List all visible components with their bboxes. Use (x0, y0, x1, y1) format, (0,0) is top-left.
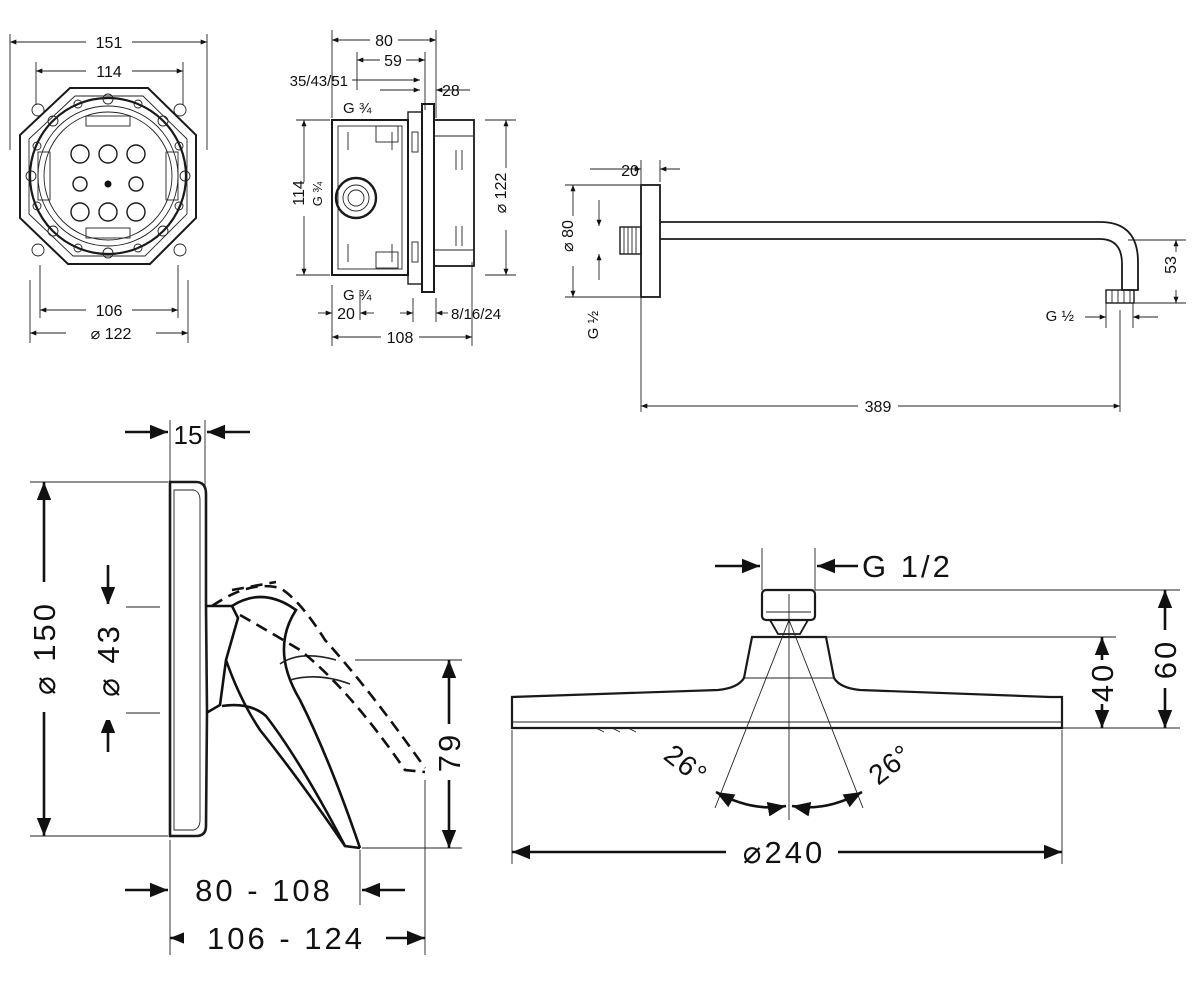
dim-side-diameter-122: ⌀ 122 (493, 173, 510, 214)
thread-top-label: G ¾ (343, 100, 372, 117)
tilt-angle-right: 26° (863, 738, 918, 790)
thread-arm-outlet: G ½ (1046, 308, 1075, 325)
dim-head-60: 60 (1148, 639, 1183, 679)
dim-handle-79: 79 (432, 732, 467, 772)
thread-head-label: G 1/2 (862, 549, 953, 584)
dim-side-80: 80 (375, 33, 393, 50)
dim-arm-20: 20 (621, 163, 639, 180)
dim-side-28: 28 (442, 83, 460, 100)
dim-side-20: 20 (337, 306, 355, 323)
thread-bottom-label: G ¾ (343, 287, 372, 304)
overhead-shower-view: G 1/2 40 60 ⌀240 26° 26° (510, 548, 1183, 870)
dim-side-59: 59 (384, 53, 402, 70)
valve-body-front-view: 151 114 106 ⌀ 122 (9, 32, 208, 343)
dim-handle-inner-diameter: ⌀ 43 (91, 623, 126, 697)
valve-body-side-view: 80 59 35/43/51 G ¾ 28 114 G ¾ ⌀ 122 G ¾ … (290, 30, 516, 347)
thread-side-label: G ¾ (310, 182, 325, 207)
dim-head-diameter-240: ⌀240 (743, 835, 825, 870)
dim-front-114: 114 (96, 64, 122, 81)
mixer-handle-view: 15 ⌀ 150 ⌀ 43 79 80 - 108 106 - 124 (27, 420, 467, 956)
dim-side-depth-options: 35/43/51 (290, 73, 348, 90)
dim-handle-projection-range: 80 - 108 (195, 873, 333, 908)
tilt-angle-left: 26° (658, 738, 713, 790)
dim-handle-total-range: 106 - 124 (207, 921, 365, 956)
dim-side-plaster-options: 8/16/24 (451, 306, 501, 323)
dim-handle-15: 15 (174, 420, 203, 450)
dim-front-diameter-122: ⌀ 122 (91, 326, 132, 343)
dim-front-106: 106 (96, 303, 123, 320)
dim-side-114: 114 (291, 180, 308, 206)
dim-front-151: 151 (96, 35, 123, 52)
dim-arm-389: 389 (865, 399, 892, 416)
dim-arm-rosette-diameter: ⌀ 80 (560, 220, 577, 252)
dim-side-108: 108 (387, 330, 414, 347)
shower-arm-view: 20 ⌀ 80 G ½ 53 G ½ 389 (560, 160, 1186, 416)
dim-handle-rosette-diameter: ⌀ 150 (27, 601, 62, 695)
thread-arm-inlet: G ½ (585, 310, 602, 339)
dim-arm-53: 53 (1163, 256, 1180, 274)
dim-head-40: 40 (1085, 662, 1120, 702)
